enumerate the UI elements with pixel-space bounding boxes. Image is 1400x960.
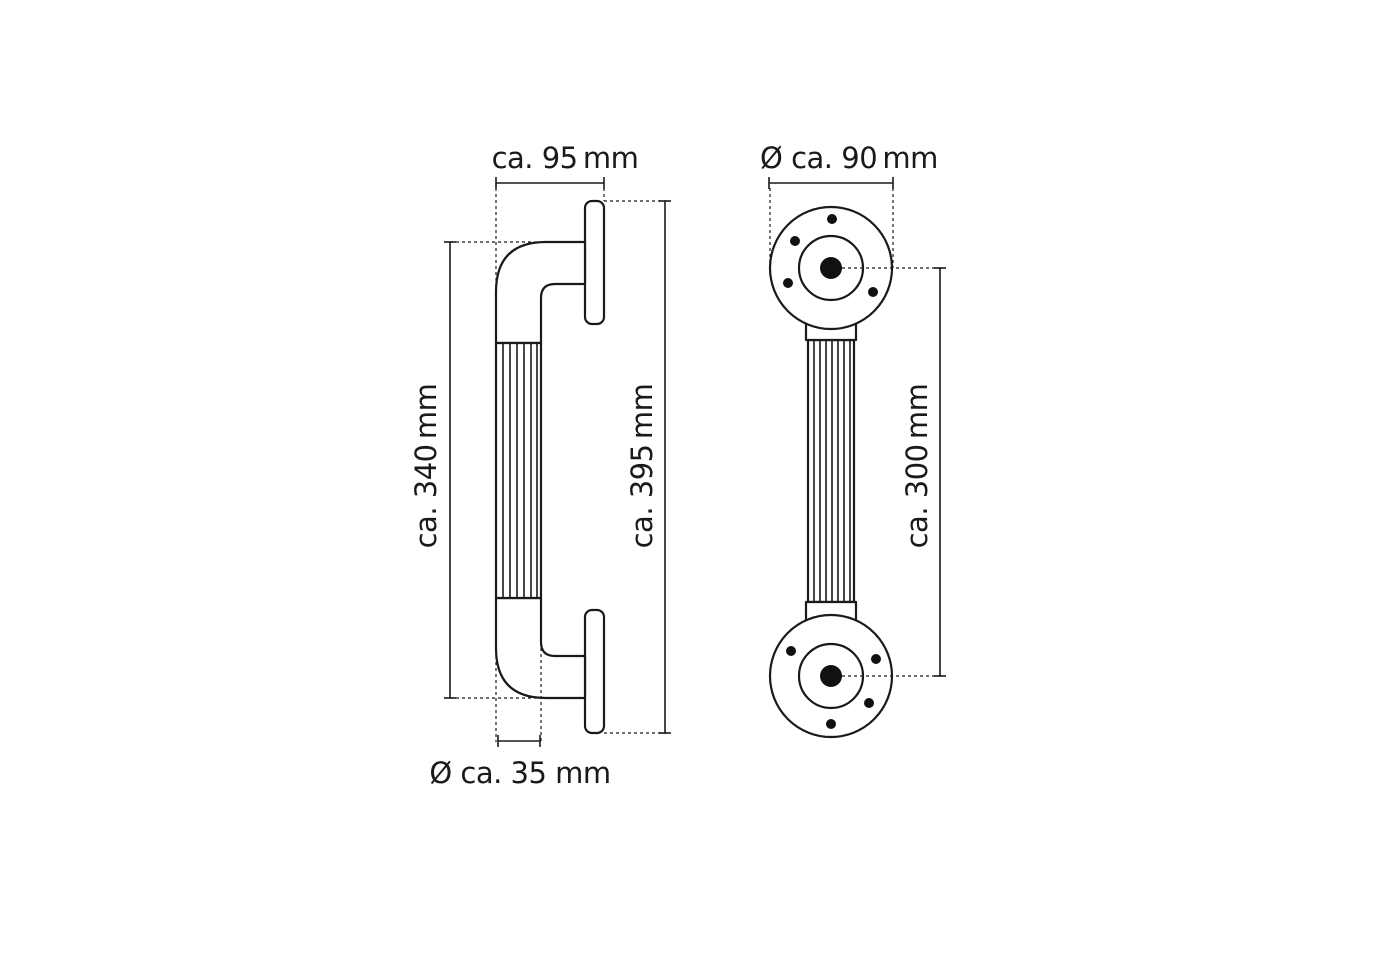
- bottom-center-screw-icon: [820, 665, 842, 687]
- rosette-diameter-label: Ø ca. 90 mm: [760, 141, 938, 175]
- front-ribbed-grip: [806, 338, 856, 604]
- total-height-dimension: ca. 395 mm: [625, 200, 671, 734]
- side-view: ca. 95 mm ca. 340 mm ca. 395 mm Ø ca. 35…: [409, 141, 671, 790]
- top-wall-plate: [583, 199, 606, 326]
- bottom-rosette: [768, 613, 894, 739]
- bottom-wall-plate: [583, 608, 606, 735]
- top-rosette: [768, 205, 894, 331]
- tube-diameter-label: Ø ca. 35 mm: [429, 756, 610, 790]
- width-dimension: ca. 95 mm: [492, 141, 639, 189]
- tube-diameter-dimension: Ø ca. 35 mm: [429, 735, 611, 790]
- total-height-label: ca. 395 mm: [625, 384, 659, 549]
- side-ribbed-grip: [494, 341, 543, 600]
- front-view: Ø ca. 90 mm ca. 300 mm: [760, 141, 946, 739]
- side-extension-lines: [450, 188, 668, 742]
- grip-height-dimension: ca. 340 mm: [409, 241, 456, 699]
- hole-spacing-dimension: ca. 300 mm: [900, 267, 946, 677]
- grip-height-label: ca. 340 mm: [409, 384, 443, 549]
- top-elbow: [494, 240, 587, 345]
- rosette-diameter-dimension: Ø ca. 90 mm: [760, 141, 938, 189]
- width-label: ca. 95 mm: [492, 141, 639, 175]
- top-center-screw-icon: [820, 257, 842, 279]
- front-extension-lines: [769, 188, 942, 677]
- hole-spacing-label: ca. 300 mm: [900, 384, 934, 549]
